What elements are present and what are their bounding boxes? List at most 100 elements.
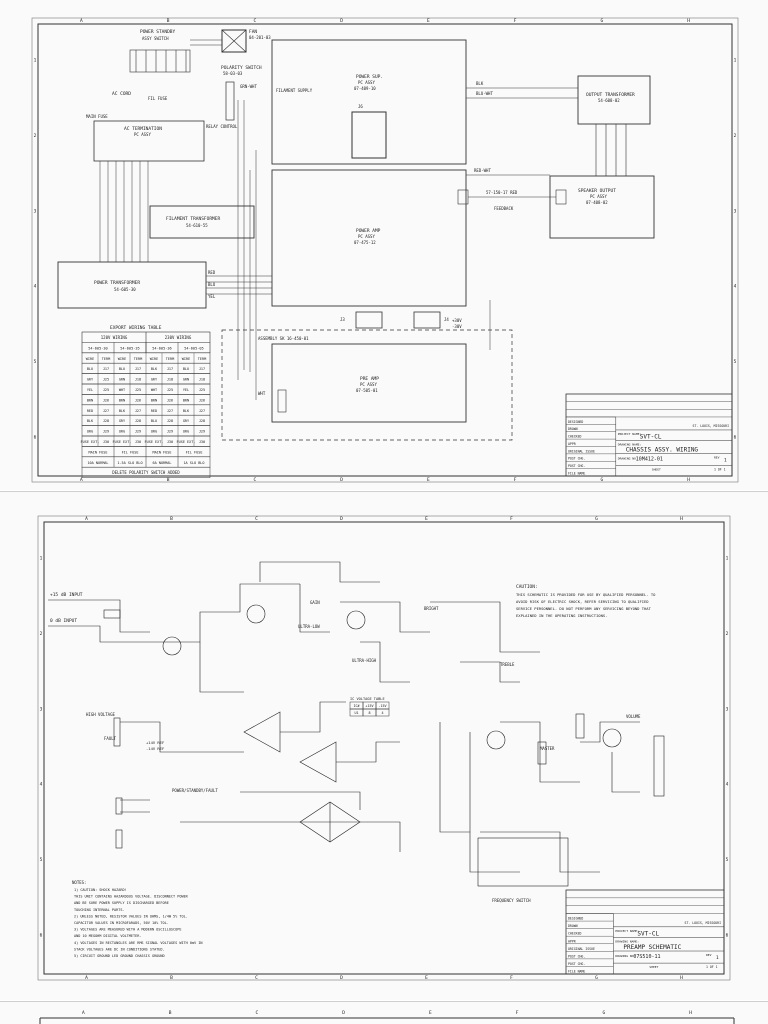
title-block-row-label: CHECKED — [568, 435, 582, 439]
grid-row-3: 3 — [40, 706, 43, 712]
wiring-table-cell: TERM — [134, 357, 142, 361]
note-line: AND BE SURE POWER SUPPLY IS DISCHARGED B… — [74, 901, 169, 905]
wiring-table-transformer-header: 54-605-05 — [184, 346, 203, 350]
pre-amp-pn: 07-505-01 — [356, 388, 378, 393]
drawing-number: 07S510-11 — [633, 954, 660, 960]
wiring-table-cell: RED — [87, 409, 93, 413]
wire-grn-wht-label: GRN-WHT — [240, 84, 257, 89]
grid-row-6: 6 — [726, 932, 729, 938]
grid-row-4: 4 — [734, 284, 737, 290]
grid-col-H: H — [680, 975, 683, 981]
high-voltage-label: HIGH VOLTAGE — [86, 712, 115, 717]
j4-connector — [413, 311, 441, 329]
polarity-switch-symbol — [225, 81, 235, 121]
grid-col-E: E — [427, 18, 430, 24]
grid-row-3: 3 — [34, 208, 37, 214]
title-block-row-label: FILE NAME — [568, 472, 585, 476]
wiring-table-cell: WIRE — [182, 357, 190, 361]
grid-col-H: H — [689, 1010, 692, 1016]
wiring-table-cell: ORG — [87, 430, 93, 434]
wiring-table-cell: 1A SLO BLO — [183, 461, 204, 465]
note-line: 4) VOLTAGES IN RECTANGLES ARE RMS SIGNAL… — [74, 941, 203, 945]
wiring-table-title: EXPORT WIRING TABLE — [110, 325, 162, 331]
title-block-row-label: ORIGINAL ISSUE — [568, 947, 595, 951]
j6-connector — [351, 111, 387, 159]
grid-col-F: F — [516, 1010, 519, 1016]
title-block-row-label: DESIGNED — [568, 917, 583, 921]
wiring-table-cell: FUSE EXT. — [113, 440, 132, 444]
input-15db-label: +15 dB INPUT — [50, 592, 83, 598]
master-label: MASTER — [540, 746, 555, 751]
ac-cord-label: AC CORD — [112, 91, 131, 97]
wiring-table-cell: J17 — [199, 367, 205, 371]
wiring-table-cell: BLK — [119, 409, 126, 413]
grid-row-4: 4 — [726, 782, 729, 788]
wiring-table-cell: WHT — [151, 388, 158, 392]
power-supply-pn: 07-409-10 — [354, 86, 376, 91]
grid-col-E: E — [429, 1010, 432, 1016]
output-transformer-box — [577, 75, 651, 125]
wiring-table-cell: GRY — [119, 419, 126, 423]
wiring-table-cell: BRN — [183, 398, 189, 402]
wiring-table-cell: WIRE — [150, 357, 158, 361]
power-amp-pc: PC ASSY — [358, 234, 375, 239]
grid-col-D: D — [342, 1010, 345, 1016]
wiring-table-cell: J28 — [167, 419, 173, 423]
rev-label: REV — [714, 456, 720, 460]
sheet-value: 1 OF 1 — [714, 467, 726, 471]
voltage-table-cell: -15V — [378, 704, 386, 708]
drawing-number: 10M412-01 — [636, 457, 663, 463]
wiring-table-cell: BLU — [151, 419, 157, 423]
note-line: STACK VOLTAGES ARE DC IN CONDITIONS STAT… — [74, 947, 165, 951]
wiring-table-cell: MAIN FUSE — [153, 450, 172, 454]
grid-col-H: H — [687, 477, 690, 483]
wiring-table-cell: BRN — [119, 398, 125, 402]
grid-row-6: 6 — [40, 932, 43, 938]
v-ref-1: +14V REF — [146, 740, 165, 745]
wiring-table-cell: BLK — [151, 367, 158, 371]
wire-blk-label: BLK — [476, 81, 484, 86]
sheet-divider — [0, 491, 768, 492]
grid-col-A: A — [85, 975, 88, 981]
wiring-table-cell: J25 — [167, 388, 173, 392]
power-amp-pn: 07-475-12 — [354, 240, 376, 245]
grid-row-5: 5 — [734, 359, 737, 365]
power-supply-board — [271, 39, 467, 165]
grid-col-G: G — [601, 18, 604, 24]
wiring-table-cell: MAIN FUSE — [89, 450, 108, 454]
treble-label: TREBLE — [500, 662, 515, 667]
note-line: 2) UNLESS NOTED, RESISTOR VALUES IN OHMS… — [74, 914, 188, 918]
title-block-row-label: POST CHG. — [568, 962, 585, 966]
title-block-row-label: POST CHG. — [568, 954, 585, 958]
wiring-table-cell: J26 — [167, 398, 173, 402]
grid-col-G: G — [595, 975, 598, 981]
fan-symbol — [221, 29, 247, 53]
fan-pn: 04-201-03 — [249, 35, 271, 40]
wiring-table-cell: YEL — [87, 388, 93, 392]
assembly-note: ASSEMBLY SK 16-450-01 — [258, 336, 309, 341]
grid-col-F: F — [510, 516, 513, 522]
wire-wht-label: WHT — [258, 391, 266, 396]
grid-col-E: E — [425, 516, 428, 522]
grid-col-F: F — [514, 18, 517, 24]
grid-row-2: 2 — [734, 133, 737, 139]
wiring-table-cell: J28 — [103, 419, 109, 423]
main-fuse-label: MAIN FUSE — [86, 114, 108, 119]
grid-row-1: 1 — [34, 58, 37, 64]
grid-col-A: A — [85, 516, 88, 522]
wiring-table-cell: BLU — [87, 367, 93, 371]
wiring-table-cell: J17 — [135, 367, 141, 371]
j6-label: J6 — [358, 104, 363, 109]
power-transformer-box — [57, 261, 207, 309]
sheet-label: SHEET — [649, 965, 658, 969]
project-name-label: PROJECT NAME: — [615, 929, 639, 933]
grid-col-H: H — [687, 18, 690, 24]
pre-amp-pc: PC ASSY — [360, 382, 377, 387]
grid-row-5: 5 — [34, 359, 37, 365]
grid-col-B: B — [167, 477, 170, 483]
